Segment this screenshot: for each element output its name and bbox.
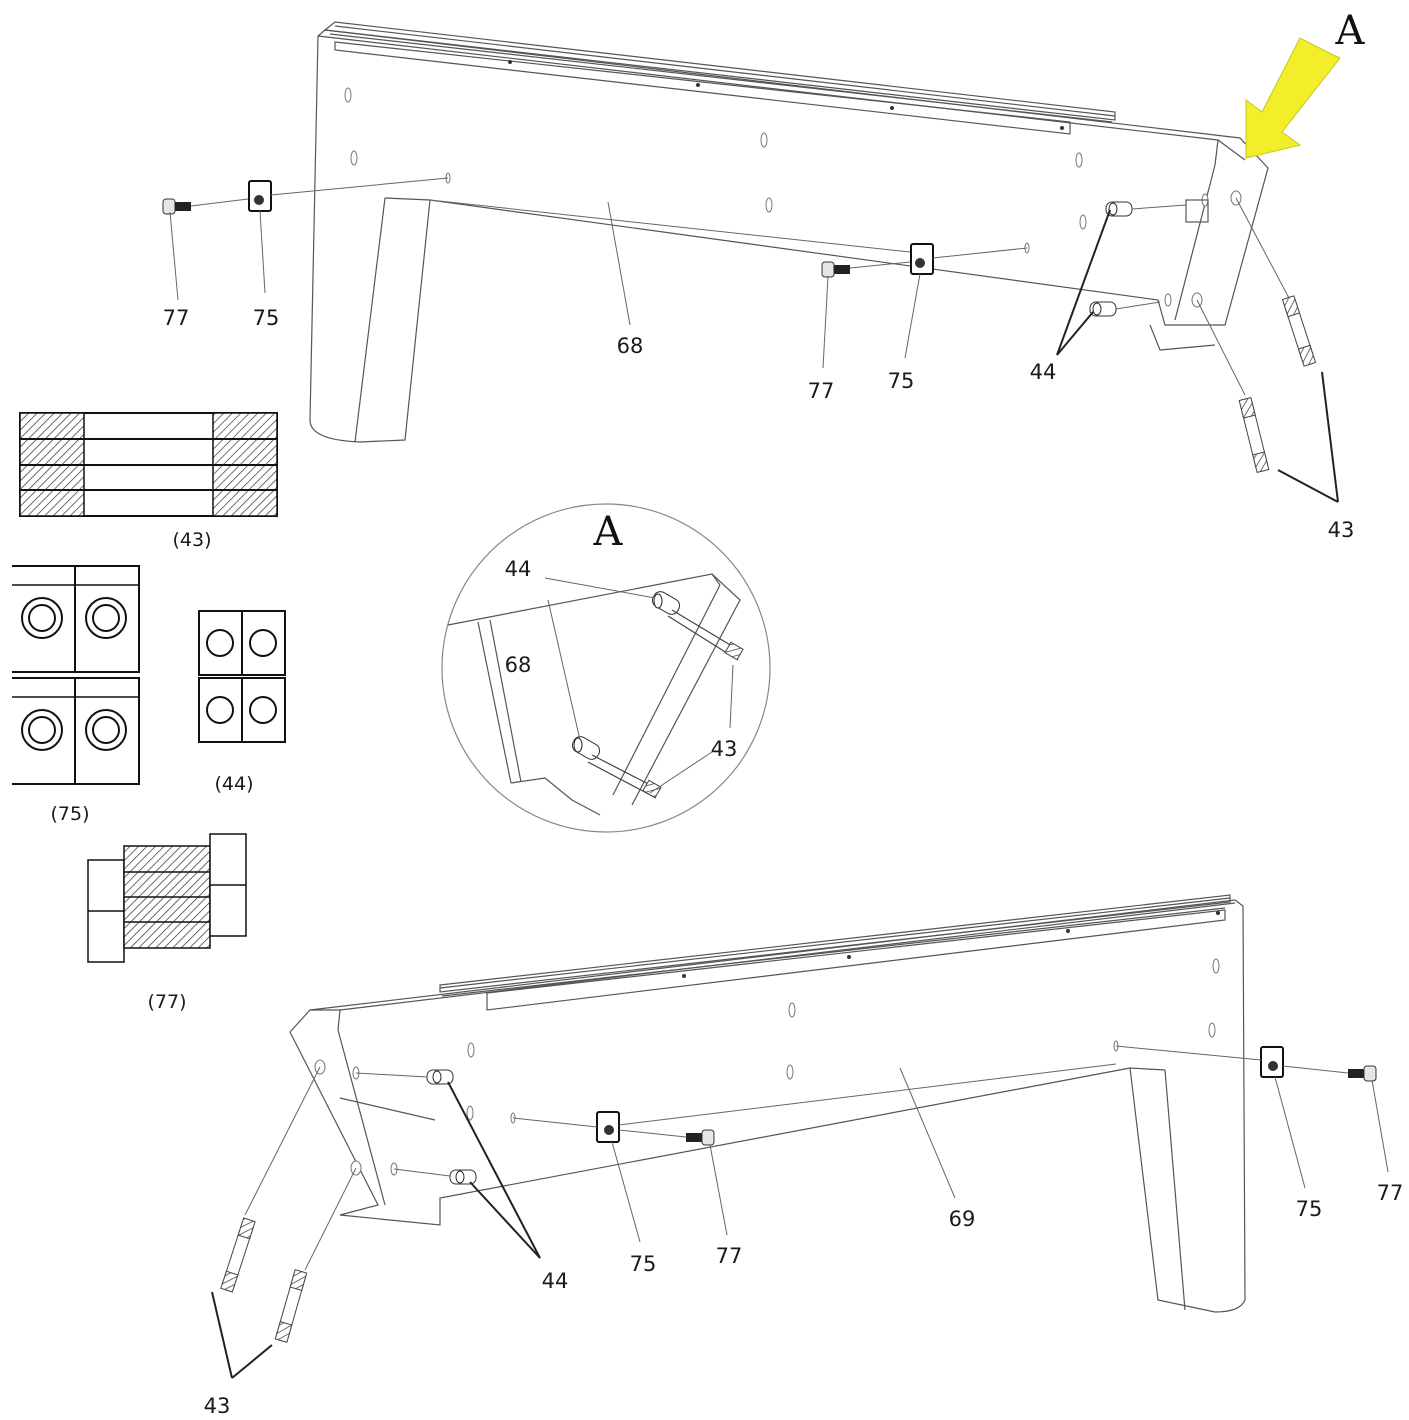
lower-nut-right xyxy=(1115,1045,1284,1078)
label-rod-lower: 43 xyxy=(204,1394,231,1418)
label-detail-rod: 43 xyxy=(711,737,738,761)
legend-caption-rods: (43) xyxy=(172,529,211,551)
legend-pins xyxy=(198,610,286,743)
label-part-69: 69 xyxy=(949,1207,976,1231)
label-rod-upper: 43 xyxy=(1328,518,1355,542)
label-pin-lower: 44 xyxy=(542,1269,569,1293)
lower-nut-mid xyxy=(512,1063,1117,1143)
label-nut-upper-mid: 75 xyxy=(888,369,915,393)
upper-nut-left xyxy=(248,177,449,212)
legend-caption-nuts: (75) xyxy=(50,803,89,825)
label-detail-part: 68 xyxy=(505,653,532,677)
lower-beam-69 xyxy=(289,894,1246,1313)
label-nut-lower-mid: 75 xyxy=(630,1252,657,1276)
upper-nut-mid xyxy=(429,199,1028,275)
upper-pins-44 xyxy=(1089,201,1187,317)
legend-caption-pins: (44) xyxy=(214,773,253,795)
legend-nuts xyxy=(12,565,140,785)
legend-bolts xyxy=(87,833,247,963)
label-detail-pin: 44 xyxy=(505,557,532,581)
lower-bolt-right xyxy=(1282,1065,1377,1082)
label-nut-upper-left: 75 xyxy=(253,306,280,330)
lower-bolt-mid xyxy=(618,1129,715,1146)
label-nut-lower-right: 75 xyxy=(1296,1197,1323,1221)
detail-view-a xyxy=(441,503,771,833)
legend-caption-bolts: (77) xyxy=(147,991,186,1013)
lower-rods-43 xyxy=(220,1066,357,1343)
label-pin-upper: 44 xyxy=(1030,360,1057,384)
detail-callout-letter: A xyxy=(593,509,624,555)
upper-rods-43 xyxy=(1196,197,1317,473)
lower-pins-44 xyxy=(355,1069,477,1185)
label-bolt-upper-mid: 77 xyxy=(808,379,835,403)
label-bolt-upper-left: 77 xyxy=(163,306,190,330)
legend-rods xyxy=(19,412,278,517)
arrow-icon xyxy=(1245,37,1341,159)
label-bolt-lower-right: 77 xyxy=(1377,1181,1404,1205)
label-part-68: 68 xyxy=(617,334,644,358)
detail-letter: A xyxy=(1335,8,1366,54)
upper-beam-68 xyxy=(309,21,1269,443)
upper-bolt-left xyxy=(162,198,249,215)
label-bolt-lower-mid: 77 xyxy=(716,1244,743,1268)
